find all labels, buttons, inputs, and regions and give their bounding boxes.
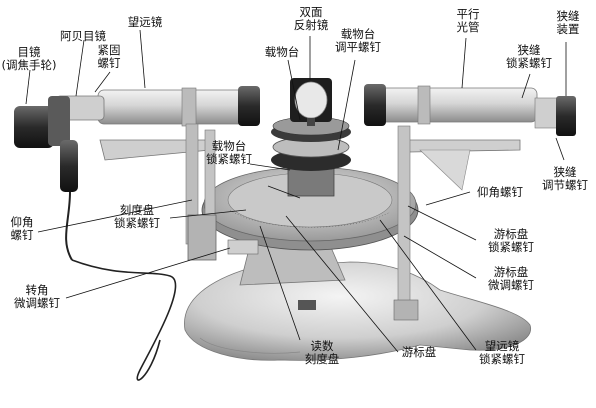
label-stage: 载物台 [264,45,300,59]
label-abbe-eyepiece: 阿贝目镜 [60,29,106,43]
label-vernier-fine-screw: 游标盘 微调螺钉 [488,265,534,292]
telescope-support [99,123,259,261]
collimator [364,84,576,136]
telescope [55,86,260,127]
label-elevation-screw-left: 仰角 螺钉 [10,215,34,242]
label-fixing-screw: 紧固 螺钉 [97,43,121,70]
label-vernier-dial: 游标盘 [401,345,437,359]
label-telescope-lock-screw: 望远镜 锁紧螺钉 [479,339,525,366]
label-stage-level-screw: 载物台 调平螺钉 [335,27,381,54]
eyepiece-assembly [14,96,78,261]
double-mirror [290,78,332,126]
label-slit-lock-screw: 狭缝 锁紧螺钉 [506,43,552,70]
label-rotation-fine-screw: 转角 微调螺钉 [14,283,60,310]
label-double-mirror: 双面 反射镜 [293,5,329,32]
label-slit-device: 狭缝 装置 [556,9,580,36]
label-eyepiece: 目镜 (调焦手轮) [1,45,57,72]
label-stage-lock-screw: 载物台 锁紧螺钉 [206,139,252,166]
power-cable [71,259,177,381]
label-elevation-screw-right: 仰角螺钉 [477,185,523,199]
label-slit-adjust-screw: 狭缝 调节螺钉 [542,165,588,192]
instrument-base [184,261,532,361]
label-reading-dial: 读数 刻度盘 [304,339,340,366]
label-collimator: 平行 光管 [456,7,480,34]
label-vernier-lock-screw: 游标盘 锁紧螺钉 [488,227,534,254]
label-telescope: 望远镜 [127,15,163,29]
label-dial-lock-screw: 刻度盘 锁紧螺钉 [114,203,160,230]
collimator-support [393,125,521,321]
leader-lines [25,29,567,353]
base-nameplate [298,300,316,310]
